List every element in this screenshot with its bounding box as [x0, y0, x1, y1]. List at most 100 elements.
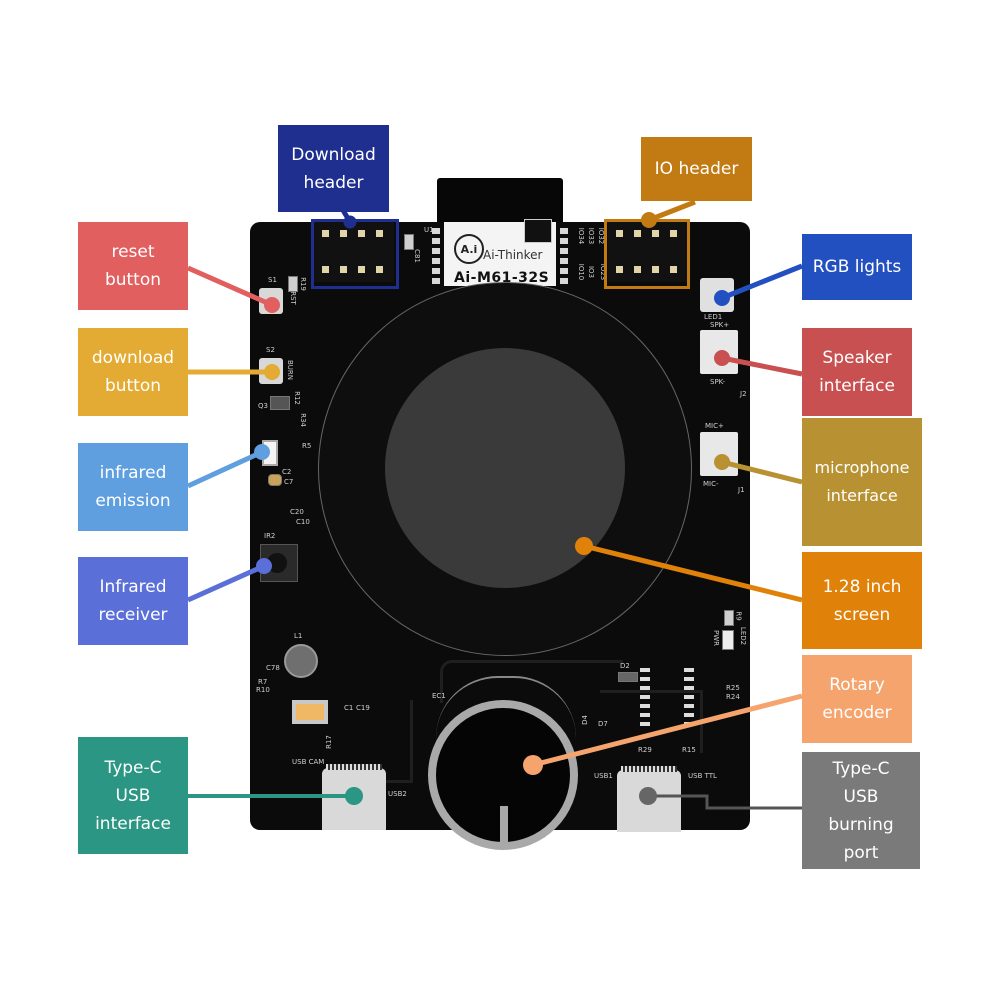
silk-led2: LED2: [739, 626, 748, 646]
infrared-led-component: [262, 440, 278, 466]
tantalum-capacitor: [292, 700, 328, 724]
io-header-pins: [608, 222, 688, 282]
callout-label: download button: [91, 348, 175, 396]
resistor-r9: [724, 610, 734, 626]
silk-r7: R7: [258, 678, 268, 686]
silk-q3: Q3: [258, 402, 268, 410]
pcb-trace: [360, 700, 413, 783]
silk-r29: R29: [638, 746, 652, 754]
callout-label: IO header: [654, 159, 739, 179]
silk-r9: R9: [734, 611, 743, 621]
callout-reset-button: reset button: [78, 222, 188, 310]
callout-download-header: Download header: [278, 125, 389, 212]
silk-r12: R12: [292, 391, 301, 405]
silk-usb-cam: USB CAM: [292, 758, 325, 766]
diode-d2: [618, 672, 638, 682]
ai-thinker-logo: A.i: [454, 234, 484, 264]
callout-speaker-interface: Speaker interface: [802, 328, 912, 416]
download-button-component: [259, 358, 283, 384]
callout-label: Speaker interface: [819, 348, 895, 396]
callout-label: Rotary encoder: [822, 675, 892, 723]
module-pins-left: [432, 228, 440, 288]
callout-download-button: download button: [78, 328, 188, 416]
callout-label: RGB lights: [812, 257, 902, 277]
capacitor-c7: [268, 474, 282, 486]
callout-infrared-emission: infrared emission: [78, 443, 188, 531]
microphone-connector: [700, 432, 738, 476]
callout-label: Infrared receiver: [98, 577, 168, 625]
round-lcd-screen: [385, 348, 625, 588]
transistor-q3: [270, 396, 290, 410]
silk-l1: L1: [294, 632, 303, 640]
silk-s1: S1: [268, 276, 277, 284]
silk-io34: IO34: [577, 227, 586, 245]
infrared-receiver-component: [260, 544, 298, 582]
callout-label: 1.28 inch screen: [822, 576, 902, 625]
callout-io-header: IO header: [641, 137, 752, 201]
silk-u1: U1: [424, 226, 434, 234]
silk-mic-plus: MIC+: [705, 422, 724, 430]
silk-r17: R17: [324, 735, 333, 749]
pcb-trace: [440, 660, 623, 703]
silk-c78: C78: [266, 664, 280, 672]
speaker-connector: [700, 330, 738, 374]
callout-label: infrared emission: [95, 463, 171, 511]
callout-label: microphone interface: [814, 458, 910, 505]
silk-c2: C2: [282, 468, 292, 476]
power-led-led2: [722, 630, 734, 650]
silk-r19: R19: [298, 277, 307, 291]
callout-rgb-lights: RGB lights: [802, 234, 912, 300]
silk-usb2: USB2: [388, 790, 407, 798]
silk-mic-minus: MIC-: [703, 480, 719, 488]
silk-c1: C1: [344, 704, 354, 712]
callout-type-c-usb-burning-port: Type-C USB burning port: [802, 752, 920, 869]
silk-d4: D4: [580, 715, 589, 725]
callout-label: Type-C USB interface: [95, 757, 171, 834]
capacitor-c81: [404, 234, 414, 250]
silk-c10: C10: [296, 518, 310, 526]
callout-label: reset button: [104, 242, 162, 290]
callout-rotary-encoder: Rotary encoder: [802, 655, 912, 743]
silk-pwr: PWR: [712, 629, 721, 647]
silk-s2: S2: [266, 346, 275, 354]
download-header-highlight: [311, 219, 399, 289]
silk-r34: R34: [298, 413, 307, 427]
silk-r5: R5: [302, 442, 312, 450]
module-pins-right: [560, 228, 568, 288]
silk-spk-minus: SPK-: [710, 378, 726, 386]
silk-io10: IO10: [577, 263, 586, 281]
silk-burn: BURN: [286, 359, 295, 381]
silk-led1: LED1: [704, 313, 723, 321]
silk-ir2: IR2: [264, 532, 276, 540]
silk-r10: R10: [256, 686, 270, 694]
io-header-highlight: [604, 219, 690, 289]
module-component: [524, 219, 552, 243]
module-brand-text: Ai-Thinker: [483, 248, 543, 262]
silk-c81: C81: [412, 249, 421, 263]
silk-c7: C7: [284, 478, 294, 486]
silk-r24: R24: [726, 693, 740, 701]
rgb-led-component: [700, 278, 734, 312]
callout-label: Type-C USB burning port: [828, 758, 894, 863]
callout-label: Download header: [291, 144, 376, 193]
reset-button-component: [259, 288, 283, 314]
silk-d2: D2: [620, 662, 630, 670]
silk-r25: R25: [726, 684, 740, 692]
silk-c20: C20: [290, 508, 304, 516]
silk-io3: IO3: [587, 265, 596, 279]
encoder-outline: [436, 676, 576, 738]
silk-usb-ttl: USB TTL: [688, 772, 717, 780]
download-header-pins: [314, 222, 394, 282]
silk-c19: C19: [356, 704, 370, 712]
inductor-l1: [284, 644, 318, 678]
silk-r15: R15: [682, 746, 696, 754]
silk-spk-plus: SPK+: [710, 321, 730, 329]
callout-microphone-interface: microphone interface: [802, 418, 922, 546]
usb-c-connector-cam: [322, 764, 386, 830]
silk-ec1: EC1: [432, 692, 446, 700]
callout-type-c-usb-interface: Type-C USB interface: [78, 737, 188, 854]
silk-d7: D7: [598, 720, 608, 728]
silk-j1: J1: [738, 486, 745, 494]
callout-screen: 1.28 inch screen: [802, 552, 922, 649]
